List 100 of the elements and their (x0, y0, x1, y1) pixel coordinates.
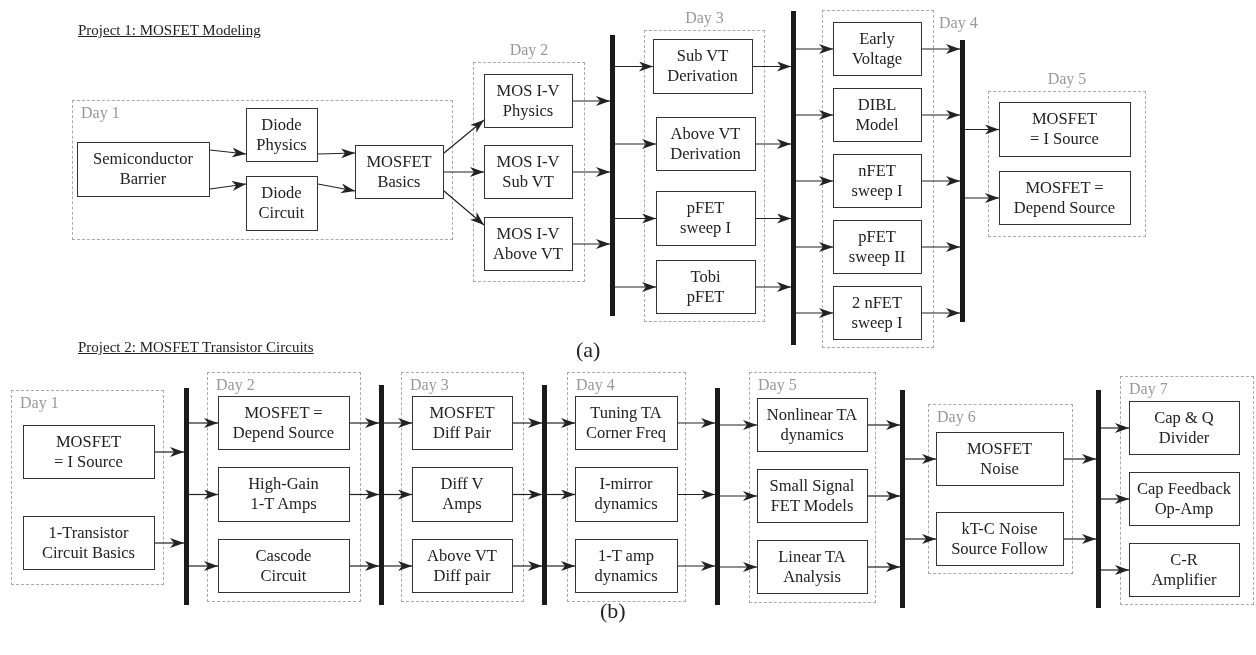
arrow (867, 420, 901, 430)
topic-box: Nonlinear TA dynamics (756, 397, 868, 452)
arrow (349, 561, 380, 571)
day-label: Day 1 (81, 104, 120, 122)
arrow (904, 534, 937, 544)
topic-box: Cascode Circuit (217, 538, 350, 593)
arrow (317, 148, 356, 159)
topic-box: Semiconductor Barrier (76, 141, 210, 197)
topic-box: Small Signal FET Models (756, 468, 868, 523)
arrow (512, 489, 543, 500)
arrow (614, 213, 657, 224)
topic-box: MOS I-V Above VT (483, 216, 573, 271)
topic-box: kT-C Noise Source Follow (935, 511, 1064, 566)
arrow (546, 489, 576, 500)
topic-box: MOSFET = Depend Source (998, 170, 1131, 225)
arrow (921, 176, 961, 186)
sync-bar (184, 388, 189, 605)
arrow (572, 239, 611, 249)
day-label: Day 2 (216, 376, 255, 394)
arrow (964, 124, 1000, 135)
dashed-group-frame (1120, 376, 1254, 605)
arrow (1100, 565, 1130, 575)
day-label: Day 4 (576, 376, 615, 394)
arrow (964, 193, 1000, 203)
arrow (443, 190, 485, 226)
topic-box: Diode Circuit (245, 175, 318, 231)
sync-bar (1096, 390, 1101, 608)
arrow (512, 418, 543, 428)
arrow (677, 561, 716, 571)
topic-box: 1-Transistor Circuit Basics (22, 515, 155, 570)
arrow (719, 491, 758, 501)
arrow (546, 561, 576, 571)
arrow (795, 308, 834, 318)
sync-bar (379, 385, 384, 605)
arrow (154, 447, 185, 457)
topic-box: DIBL Model (832, 87, 922, 142)
arrow (1063, 454, 1097, 464)
arrow (904, 454, 937, 464)
topic-box: Sub VT Derivation (652, 38, 753, 94)
dashed-group-frame (72, 100, 453, 240)
arrow (719, 420, 758, 430)
day-label: Day 3 (410, 376, 449, 394)
arrow (188, 418, 219, 428)
day-label: Day 1 (20, 394, 59, 412)
arrow (614, 282, 657, 292)
topic-box: nFET sweep I (832, 153, 922, 208)
topic-box: Tobi pFET (655, 259, 756, 314)
arrow (512, 561, 543, 571)
topic-box: MOS I-V Sub VT (483, 144, 573, 199)
topic-box: MOSFET Noise (935, 431, 1064, 486)
arrow (572, 96, 611, 106)
sync-bar (900, 390, 905, 608)
arrow (209, 180, 247, 191)
arrow (677, 489, 716, 500)
arrow (755, 139, 792, 149)
arrow (383, 561, 413, 571)
arrow (755, 213, 792, 224)
topic-box: I-mirror dynamics (574, 466, 678, 522)
topic-box: Diff V Amps (411, 466, 513, 522)
day-label: Day 6 (937, 408, 976, 426)
arrow (188, 489, 219, 500)
arrow (921, 44, 961, 54)
day-label: Day 3 (684, 9, 725, 27)
topic-box: pFET sweep II (832, 219, 922, 274)
arrow (317, 183, 356, 194)
dashed-group-frame (11, 390, 164, 585)
day-label: Day 2 (508, 41, 550, 59)
dashed-group-frame (567, 372, 686, 602)
arrow (614, 61, 654, 72)
topic-box: Cap & Q Divider (1128, 400, 1240, 455)
arrow (209, 147, 247, 158)
arrow (921, 110, 961, 120)
arrow (795, 44, 834, 54)
day-label: Day 5 (1046, 70, 1088, 88)
arrow (572, 167, 611, 177)
arrow (867, 562, 901, 572)
topic-box: C-R Amplifier (1128, 542, 1240, 597)
arrow (1100, 494, 1130, 504)
arrow (719, 562, 758, 572)
topic-box: Cap Feedback Op-Amp (1128, 471, 1240, 526)
day-label: Day 4 (939, 14, 978, 32)
arrow (752, 61, 792, 72)
topic-box: Linear TA Analysis (756, 539, 868, 594)
topic-box: MOSFET = Depend Source (217, 395, 350, 450)
topic-box: Tuning TA Corner Freq (574, 395, 678, 450)
arrow (383, 418, 413, 428)
arrow (383, 489, 413, 500)
arrow (349, 489, 380, 500)
dashed-group-frame (928, 404, 1073, 574)
day-label: Day 5 (758, 376, 797, 394)
topic-box: Above VT Diff pair (411, 538, 513, 593)
arrow (755, 282, 792, 292)
arrow (867, 491, 901, 501)
arrow (154, 538, 185, 548)
panel-label: (b) (600, 598, 626, 624)
arrow (795, 242, 834, 252)
arrow (188, 561, 219, 571)
arrow (443, 119, 485, 154)
topic-box: 2 nFET sweep I (832, 285, 922, 340)
arrow (1063, 534, 1097, 544)
